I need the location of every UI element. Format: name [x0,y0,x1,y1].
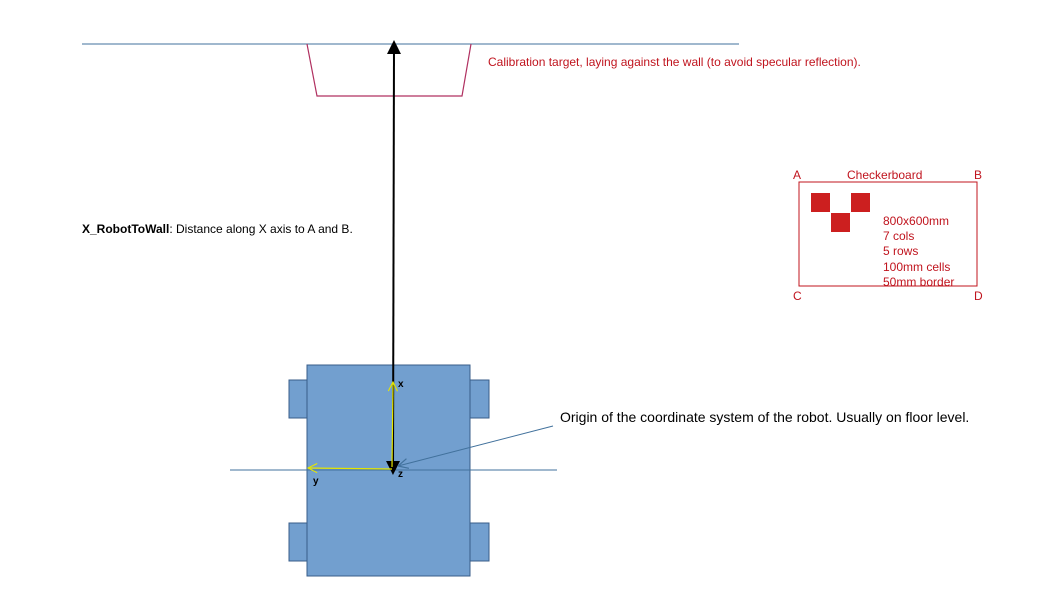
checkerboard-title: Checkerboard [847,168,922,182]
checkerboard-outline [798,181,978,287]
spec-line: 800x600mm [883,214,949,228]
corner-d-label: D [974,289,983,303]
origin-note: Origin of the coordinate system of the r… [560,409,969,425]
robot-x-axis [392,382,393,468]
corner-b-label: B [974,168,982,182]
corner-c-label: C [793,289,802,303]
robot-y-axis [308,468,393,469]
spec-line: 100mm cells [883,260,950,274]
robot-wheel-front-right [469,379,490,419]
checker-cell [811,193,830,212]
distance-name: X_RobotToWall [82,222,169,236]
calibration-target-shape [306,43,472,97]
checker-cell [851,193,870,212]
spec-line: 5 rows [883,244,918,258]
robot-wheel-front-left [288,379,309,419]
checkerboard-legend: Checkerboard A B C D 800x600mm 7 cols 5 … [793,168,983,303]
checker-cell [831,213,850,232]
axis-z-label: z [398,469,403,480]
axis-y-label: y [313,476,319,487]
robot-wheel-rear-left [288,522,309,562]
spec-line: 7 cols [883,229,914,243]
spec-line: 50mm border [883,275,954,289]
axis-x-label: x [398,379,404,390]
distance-label: X_RobotToWall: Distance along X axis to … [82,222,353,236]
robot-wheel-rear-right [469,522,490,562]
corner-a-label: A [793,168,801,182]
origin-pointer-line [398,425,554,466]
calibration-note: Calibration target, laying against the w… [488,55,861,69]
checkerboard-specs: 800x600mm 7 cols 5 rows 100mm cells 50mm… [883,214,954,289]
distance-description: : Distance along X axis to A and B. [169,222,352,236]
